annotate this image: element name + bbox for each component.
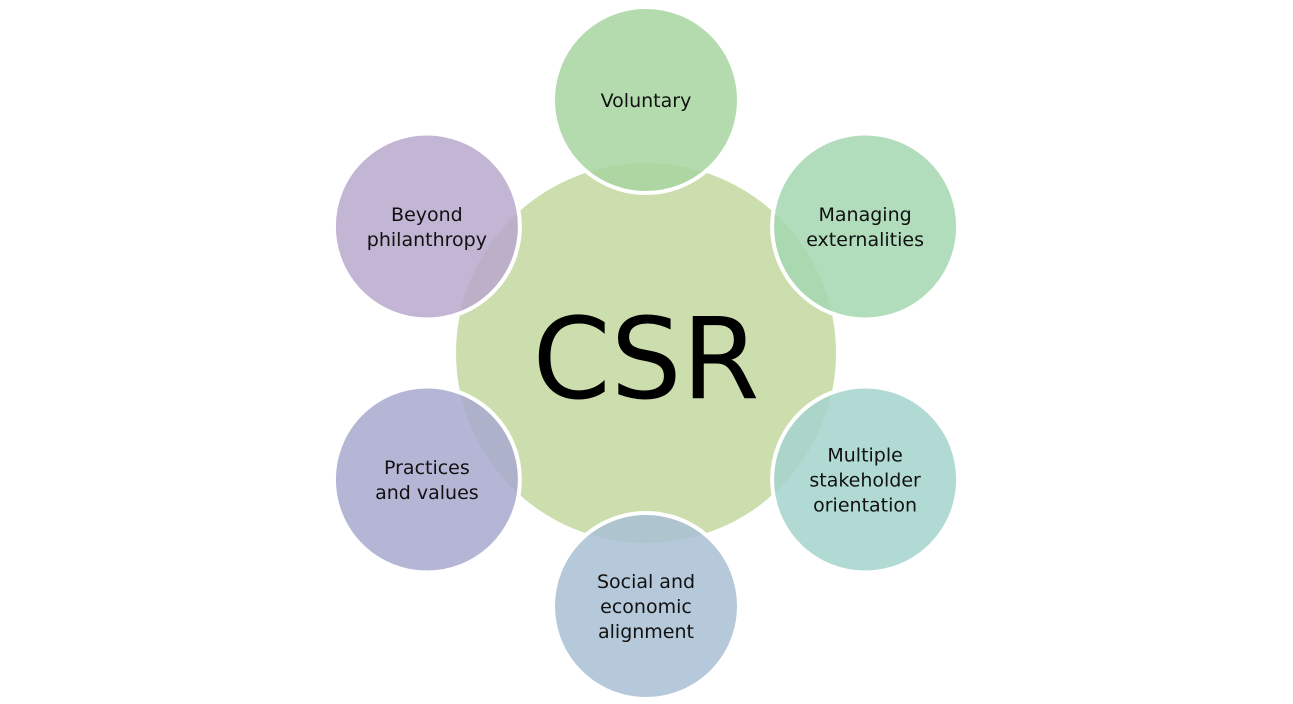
satellite-circle <box>331 131 522 322</box>
satellite-managing-externalities: Managing externalities <box>770 131 961 322</box>
satellite-label: externalities <box>806 229 924 251</box>
satellite-beyond-philanthropy: Beyond philanthropy <box>331 131 522 322</box>
satellite-multiple-stakeholder: Multiple stakeholder orientation <box>770 384 961 575</box>
satellite-label: Social and <box>597 571 695 593</box>
satellite-circle <box>551 511 741 701</box>
satellite-practices-values: Practices and values <box>331 384 522 575</box>
satellite-label: Beyond <box>391 204 463 226</box>
satellite-circle <box>551 5 741 195</box>
satellite-label: Voluntary <box>601 90 692 112</box>
satellite-circle <box>770 384 961 575</box>
satellite-label: alignment <box>598 621 694 643</box>
satellite-label: and values <box>375 482 479 504</box>
satellite-label: Multiple <box>827 445 902 467</box>
satellite-circle <box>331 384 522 575</box>
satellite-label: orientation <box>813 495 917 517</box>
satellite-circle <box>770 131 961 322</box>
satellite-label: economic <box>600 596 692 618</box>
satellite-voluntary: Voluntary <box>551 5 741 195</box>
satellite-label: stakeholder <box>809 470 921 492</box>
satellite-social-economic: Social and economic alignment <box>551 511 741 701</box>
satellite-label: Practices <box>384 457 470 479</box>
center-circle <box>456 163 836 543</box>
satellite-label: Managing <box>819 204 912 226</box>
center-label: CSR <box>532 295 759 425</box>
satellite-label: philanthropy <box>367 229 487 251</box>
